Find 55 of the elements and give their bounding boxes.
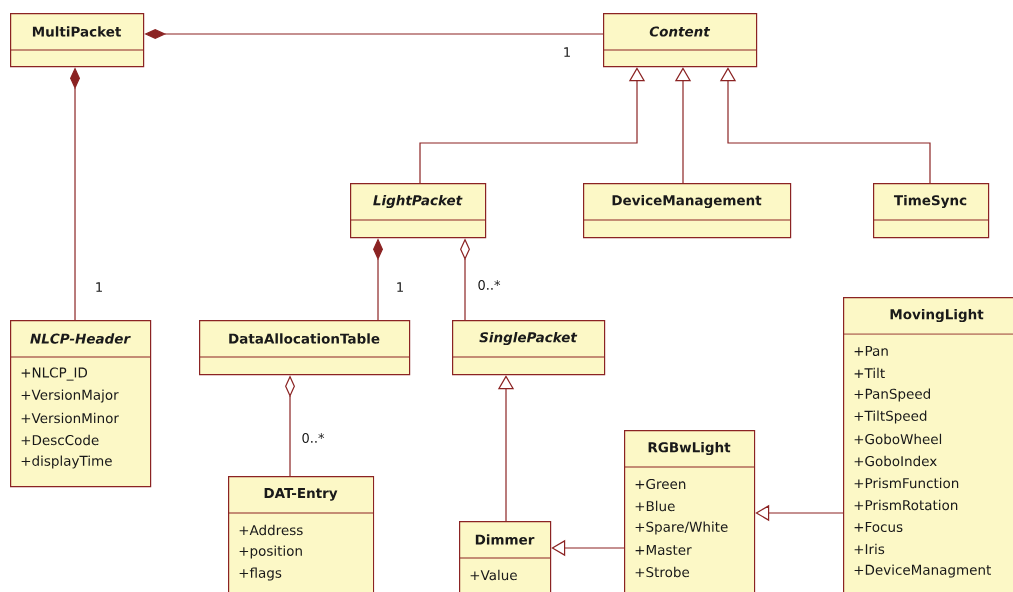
class-name: MovingLight: [890, 308, 984, 323]
multiplicity-label: 1: [93, 281, 105, 293]
class-name: SinglePacket: [479, 331, 578, 346]
attribute-text: +Spare/White: [635, 521, 728, 535]
attribute-text: +GoboIndex: [854, 455, 937, 467]
attribute-text: +Blue: [635, 500, 675, 512]
class-name: DataAllocationTable: [229, 333, 380, 344]
multiplicity-label: 1: [394, 281, 406, 293]
class-box: [458, 521, 552, 592]
generalization-arrow: [719, 67, 931, 184]
class-box: [227, 476, 375, 592]
class-box: [582, 183, 792, 239]
attribute-text: +DeviceManagment: [854, 564, 991, 578]
attribute-text: +PanSpeed: [854, 388, 930, 402]
attribute-text: +Green: [635, 478, 686, 490]
class-box: [9, 13, 145, 68]
attribute-text: +Iris: [854, 543, 885, 555]
class-box: [9, 320, 152, 488]
attribute-text: +Value: [470, 569, 517, 581]
class-name: Content: [649, 26, 711, 37]
class-box: [842, 297, 1013, 592]
class-box: [602, 13, 758, 68]
class-name: TimeSync: [893, 194, 967, 209]
attribute-text: +VersionMajor: [21, 389, 119, 403]
attribute-text: +Focus: [854, 521, 903, 532]
class-name: DeviceManagement: [612, 194, 762, 209]
attribute-text: +flags: [239, 567, 282, 581]
class-box: [872, 183, 990, 239]
multiplicity-label: 0..*: [300, 432, 326, 444]
class-box: [623, 430, 756, 592]
class-name: LightPacket: [373, 194, 463, 209]
multiplicity-label: 0..*: [476, 279, 502, 291]
attribute-text: +Strobe: [635, 566, 690, 578]
attribute-text: +VersionMinor: [21, 412, 119, 424]
class-name: MultiPacket: [32, 26, 122, 37]
attribute-text: +Master: [635, 544, 692, 555]
class-name: RGBwLight: [648, 441, 731, 456]
class-name: DAT-Entry: [264, 488, 338, 501]
attribute-text: +Pan: [854, 345, 888, 356]
attribute-text: +NLCP_ID: [21, 367, 88, 381]
attribute-text: +displayTime: [21, 455, 112, 469]
attribute-text: +Tilt: [854, 367, 885, 379]
attribute-text: +PrismFunction: [854, 477, 959, 489]
multiplicity-label: 1: [561, 46, 573, 58]
attribute-text: +position: [239, 545, 302, 559]
class-box: [451, 320, 606, 376]
class-box: [198, 320, 411, 376]
class-name: NLCP-Header: [30, 333, 131, 344]
attribute-text: +DescCode: [21, 434, 99, 446]
class-name: Dimmer: [475, 534, 535, 545]
attribute-text: +GoboWheel: [854, 433, 942, 445]
attribute-text: +TiltSpeed: [854, 410, 927, 424]
attribute-text: +PrismRotation: [854, 499, 958, 511]
class-box: [349, 183, 487, 239]
attribute-text: +Address: [239, 524, 303, 536]
